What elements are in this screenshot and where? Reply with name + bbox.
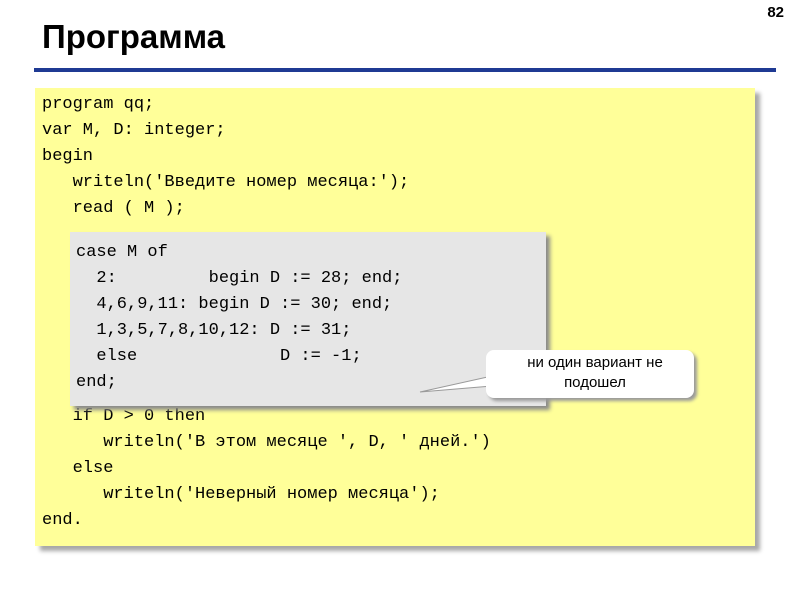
code-line: 1,3,5,7,8,10,12: D := 31; xyxy=(76,321,352,340)
code-line: writeln('В этом месяце ', D, ' дней.') xyxy=(42,433,491,452)
callout-text: ни один вариант не подошел xyxy=(520,353,670,393)
code-line: program qq; xyxy=(42,95,155,114)
code-line: 2: begin D := 28; end; xyxy=(76,269,403,288)
code-line: else D := -1; xyxy=(76,347,362,366)
title-divider xyxy=(34,68,776,72)
code-line: var M, D: integer; xyxy=(42,121,226,140)
page-number: 82 xyxy=(767,4,784,21)
code-block-bottom: if D > 0 then writeln('В этом месяце ', … xyxy=(42,404,491,534)
case-code-block: case M of 2: begin D := 28; end; 4,6,9,1… xyxy=(76,240,402,396)
code-block-top: program qq; var M, D: integer; begin wri… xyxy=(42,92,409,222)
code-line: if D > 0 then xyxy=(42,407,206,426)
code-line: writeln('Введите номер месяца:'); xyxy=(42,173,410,192)
code-line: end; xyxy=(76,373,117,392)
code-line: end. xyxy=(42,511,83,530)
code-line: writeln('Неверный номер месяца'); xyxy=(42,485,440,504)
callout-line: подошел xyxy=(564,374,626,391)
code-line: begin xyxy=(42,147,94,166)
slide-title: Программа xyxy=(42,18,226,55)
code-line: 4,6,9,11: begin D := 30; end; xyxy=(76,295,393,314)
case-statement-panel: case M of 2: begin D := 28; end; 4,6,9,1… xyxy=(70,232,546,406)
callout-bubble xyxy=(486,350,694,398)
code-line: else xyxy=(42,459,114,478)
code-line: read ( M ); xyxy=(42,199,185,218)
code-line: case M of xyxy=(76,243,168,262)
callout-line: ни один вариант не xyxy=(527,354,663,371)
